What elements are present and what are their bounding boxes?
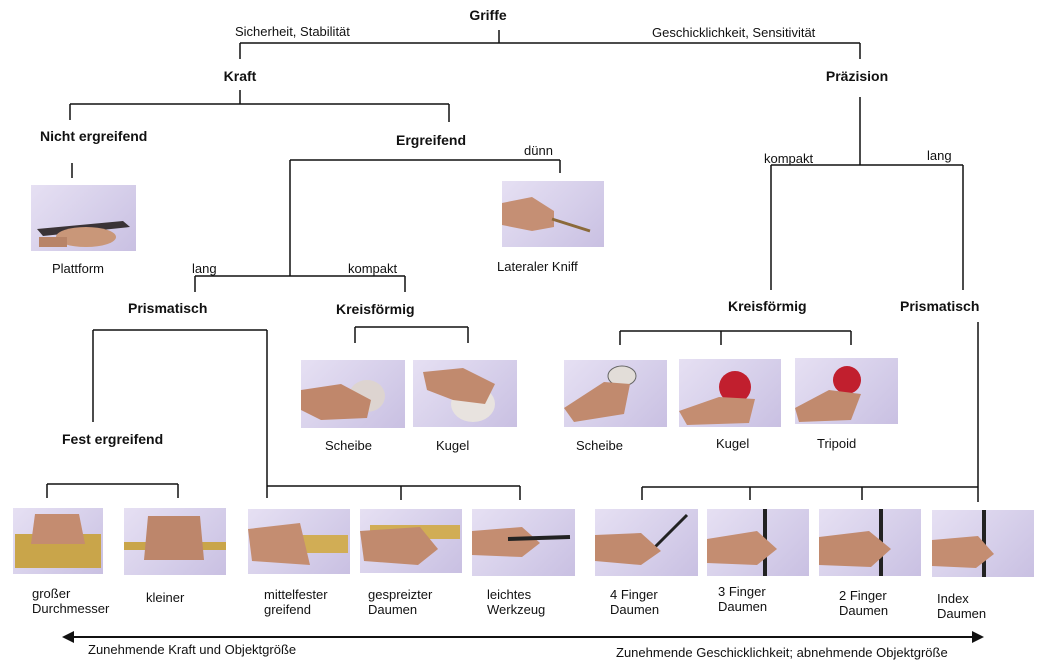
four-finger-photo <box>595 509 698 576</box>
edge-label-stability: Sicherheit, Stabilität <box>235 24 350 39</box>
node-non-grasping: Nicht ergreifend <box>40 128 148 144</box>
root-label: Griffe <box>469 7 507 23</box>
medium-wrap-photo <box>248 509 350 574</box>
axis-left-label: Zunehmende Kraft und Objektgröße <box>88 642 297 657</box>
edge-label-long: lang <box>192 261 217 276</box>
abducted-thumb-photo <box>360 509 462 573</box>
prec-sphere-photo <box>679 359 781 427</box>
node-power: Kraft <box>223 68 257 84</box>
leaf-prec-sphere: Kugel <box>716 436 750 451</box>
index-finger-photo <box>932 510 1034 577</box>
node-grasping: Ergreifend <box>396 132 467 148</box>
three-finger-photo <box>707 509 809 576</box>
node-power-prismatic: Prismatisch <box>128 300 208 316</box>
leaf-four-finger: 4 Finger Daumen <box>610 587 660 617</box>
axis-right-label: Zunehmende Geschicklichkeit; abnehmende … <box>616 645 948 660</box>
leaf-large-diameter-text: großer Durchmesser <box>32 586 110 616</box>
leaf-tripod: Tripoid <box>817 436 857 451</box>
large-diameter-photo <box>13 508 103 574</box>
leaf-medium-wrap: mittelfester greifend <box>264 587 328 617</box>
edge-label-prec-long: lang <box>927 148 952 163</box>
lateral-pinch-photo <box>502 181 604 247</box>
leaf-abducted-thumb: gespreizter Daumen <box>368 587 433 617</box>
leaf-three-finger: 3 Finger Daumen <box>718 584 768 614</box>
tripod-photo <box>795 358 898 424</box>
leaf-power-sphere: Kugel <box>436 438 470 453</box>
power-sphere-photo <box>413 360 517 427</box>
leaf-platform: Plattform <box>52 261 105 276</box>
platform-grasp-photo <box>31 185 136 251</box>
node-prec-circular: Kreisförmig <box>728 298 807 314</box>
small-diameter-photo <box>124 508 226 575</box>
leaf-light-tool: leichtes Werkzeug <box>487 587 546 617</box>
power-disc-photo <box>301 360 405 428</box>
leaf-two-finger: 2 Finger Daumen <box>839 588 889 618</box>
leaf-power-disc: Scheibe <box>325 438 372 453</box>
leaf-prec-disc: Scheibe <box>576 438 623 453</box>
edge-label-thin: dünn <box>524 143 553 158</box>
two-finger-photo <box>819 509 921 576</box>
node-power-circular: Kreisförmig <box>336 301 415 317</box>
prec-disc-photo <box>564 360 667 427</box>
leaf-index-finger: Index Daumen <box>937 591 987 621</box>
leaf-lateral-pinch: Lateraler Kniff <box>497 259 578 274</box>
node-prec-prismatic: Prismatisch <box>900 298 980 314</box>
edge-label-compact: kompakt <box>348 261 398 276</box>
node-firm-grasp: Fest ergreifend <box>62 431 164 447</box>
edge-label-prec-compact: kompakt <box>764 151 814 166</box>
node-precision: Präzision <box>825 68 889 84</box>
leaf-small-diameter: kleiner <box>146 590 185 605</box>
light-tool-photo <box>472 509 575 576</box>
edge-label-dexterity: Geschicklichkeit, Sensitivität <box>652 25 816 40</box>
